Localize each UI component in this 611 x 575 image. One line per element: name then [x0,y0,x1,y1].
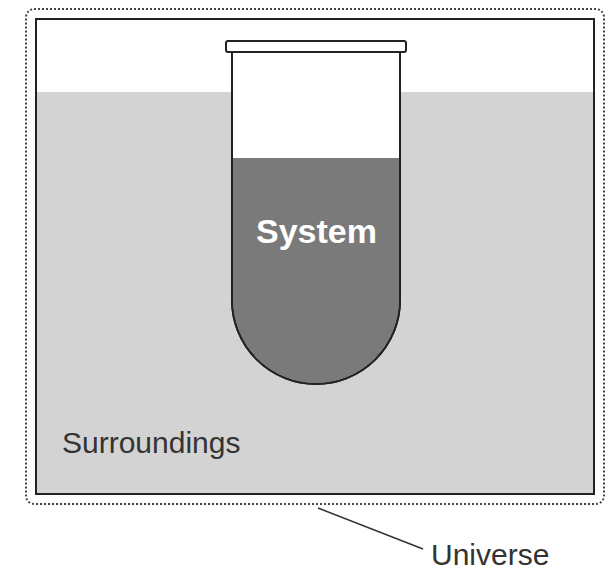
test-tube: System [225,40,407,390]
node-label: Universe [431,538,549,572]
universe-boundary: UniverseSurroundingsSystem [25,8,605,505]
surroundings-bath: Surroundings System [35,18,595,495]
leader-line [318,508,423,549]
node-label: System [256,212,377,251]
node-label: Surroundings [62,426,240,460]
